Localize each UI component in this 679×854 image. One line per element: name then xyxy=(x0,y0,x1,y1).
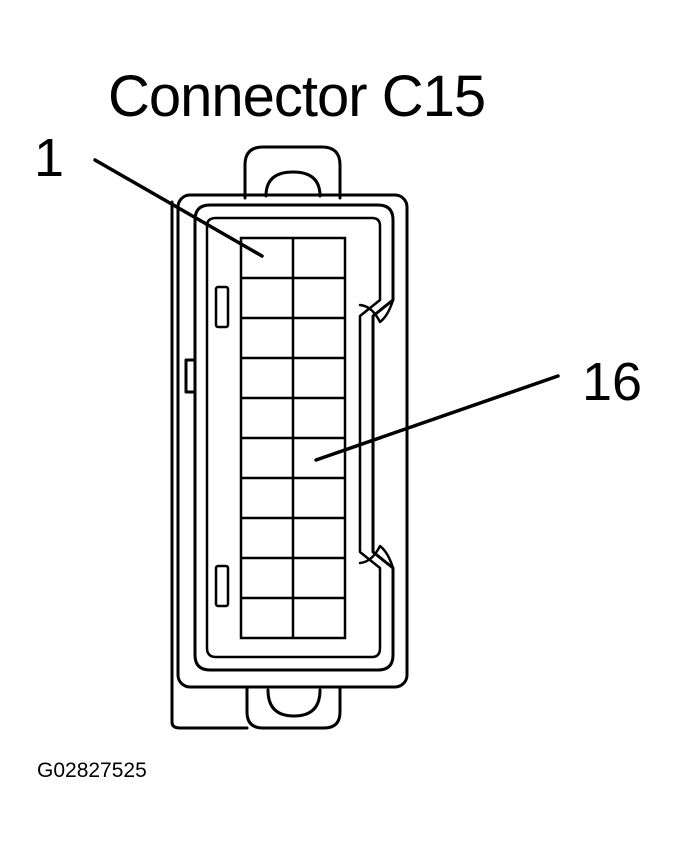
top-ear-hole xyxy=(264,170,322,198)
locking-tab-bottom xyxy=(358,544,395,570)
locking-tab-top xyxy=(358,298,395,324)
leader-line-pin-1 xyxy=(93,158,264,258)
bottom-mounting-ear xyxy=(245,686,342,730)
locating-slot-top xyxy=(214,285,230,329)
bottom-ear-hole xyxy=(266,688,322,718)
side-latch-notch xyxy=(184,358,197,394)
pin-grid xyxy=(239,236,347,640)
callout-label-pin-16: 16 xyxy=(582,352,643,412)
locating-slot-bottom xyxy=(214,564,230,608)
top-mounting-ear xyxy=(243,145,342,200)
connector-housing-outer xyxy=(176,193,409,689)
figure-id: G02827525 xyxy=(37,759,147,782)
diagram-title: Connector C15 xyxy=(108,64,486,129)
housing-back xyxy=(170,200,249,730)
leader-line-pin-16 xyxy=(314,374,560,462)
callout-label-pin-1: 1 xyxy=(34,128,65,188)
